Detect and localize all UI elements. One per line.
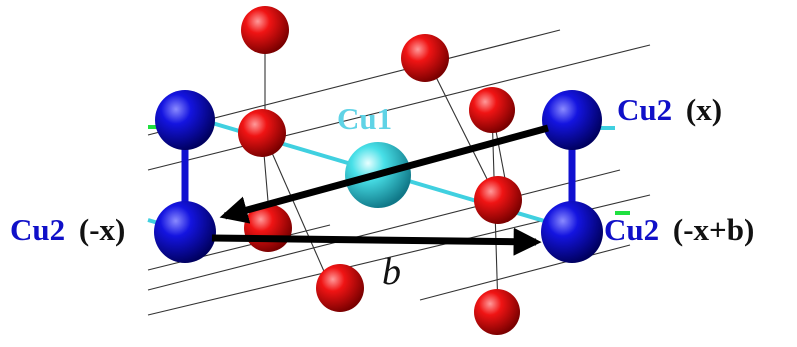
oxygen-atom — [469, 87, 515, 133]
cu2-minus-x-plus-b-label: Cu2 (-x+b) — [604, 212, 754, 247]
oxygen-atom — [474, 176, 522, 224]
cu2-atom-x — [542, 90, 602, 150]
oxygen-atom — [241, 6, 289, 54]
oxygen-atom — [401, 34, 449, 82]
lattice-line — [261, 129, 331, 286]
oxygen-atom — [474, 289, 520, 335]
cu2-minus-x-plus-b-name: Cu2 — [604, 212, 659, 247]
lattice-line — [147, 169, 621, 291]
cu2-minus-x-name: Cu2 — [10, 212, 65, 247]
cu1-label: Cu1 — [337, 101, 392, 136]
cu2-minus-x-suffix: (-x) — [79, 212, 125, 247]
cu2-x-name: Cu2 — [617, 92, 672, 127]
oxygen-atom — [316, 264, 364, 312]
vector-b-label: b — [382, 251, 401, 293]
lattice-line — [419, 244, 631, 301]
cu2-atom-minus-x — [154, 201, 216, 263]
oxygen-atom — [238, 109, 286, 157]
lattice-line — [147, 224, 331, 271]
lattice-line — [147, 29, 561, 136]
cu2-atom-upper-left — [155, 90, 215, 150]
cu2-minus-x-plus-b-suffix: (-x+b) — [673, 212, 754, 247]
cu2-x-label: Cu2 (x) — [617, 92, 722, 127]
cu2-minus-x-label: Cu2 (-x) — [10, 212, 125, 247]
arrow-vector-b — [211, 227, 542, 256]
cu2-atom-minus-x-plus-b — [541, 201, 603, 263]
cu2-x-suffix: (x) — [686, 92, 722, 127]
lattice-line — [147, 44, 651, 171]
arrow-x-to-minus-x — [219, 124, 549, 224]
